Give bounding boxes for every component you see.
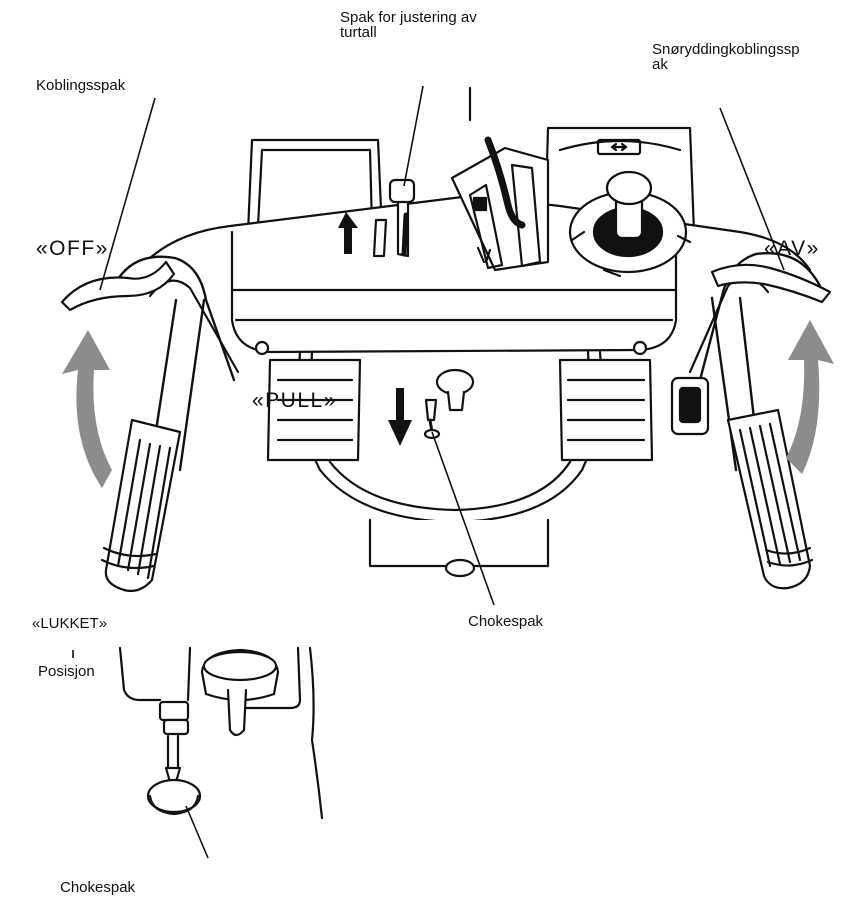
off-state-label: «OFF»: [36, 238, 109, 260]
choke-lever-label: Chokespak: [468, 614, 543, 629]
choke-lever-detail-label: Chokespak: [60, 880, 135, 895]
pull-state-label: «PULL»: [252, 390, 337, 412]
position-label: Posisjon: [38, 664, 95, 679]
clutch-lever-label: Koblingsspak: [36, 78, 125, 93]
throttle-lever-label: Spak for justering av turtall: [340, 10, 477, 40]
arrow-down-icon: [388, 388, 412, 446]
av-state-label: «AV»: [764, 238, 820, 260]
closed-state-label: «LUKKET»: [32, 616, 107, 631]
auger-clutch-lever-label: Snøryddingkoblingssp ak: [652, 42, 800, 72]
